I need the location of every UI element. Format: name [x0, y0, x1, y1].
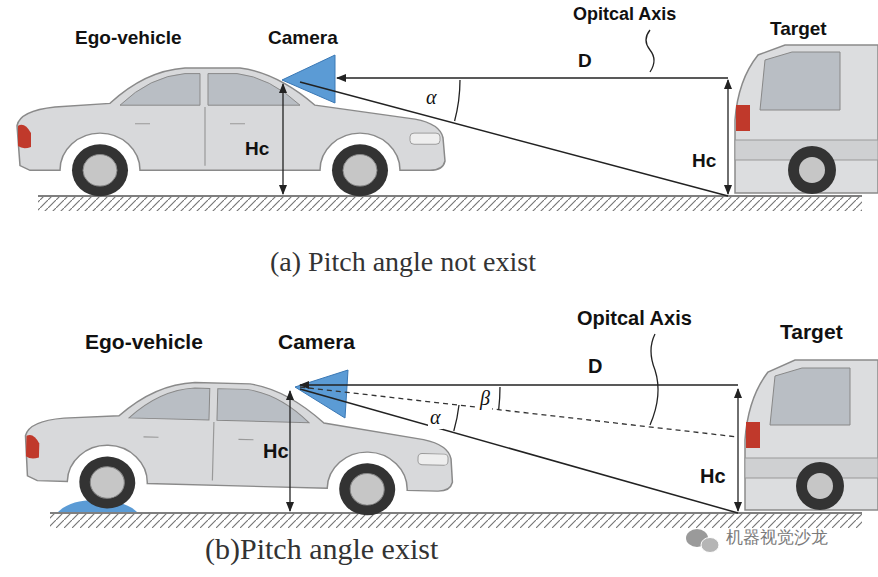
watermark: 机器视觉沙龙: [726, 528, 828, 548]
target-name: Target: [780, 320, 843, 344]
panel-caption: (b)Pitch angle exist: [205, 532, 438, 567]
vehicle-name: Ego-vehicle: [75, 27, 182, 49]
angle-symbol: β: [478, 387, 492, 410]
axis-name: Opitcal Axis: [573, 4, 676, 25]
panel-caption: (a) Pitch angle not exist: [270, 246, 536, 278]
target-name: Target: [770, 18, 827, 40]
height-symbol: Hc: [245, 138, 269, 160]
camera-name: Camera: [278, 330, 355, 354]
height-symbol: Hc: [700, 465, 726, 488]
camera-name: Camera: [268, 27, 338, 49]
height-symbol: Hc: [263, 440, 289, 463]
distance-symbol: D: [588, 355, 602, 378]
angle-symbol: α: [428, 406, 443, 429]
vehicle-name: Ego-vehicle: [85, 330, 203, 354]
axis-name: Opitcal Axis: [577, 307, 692, 330]
height-symbol: Hc: [692, 150, 716, 172]
distance-symbol: D: [578, 50, 592, 72]
angle-symbol: α: [424, 86, 439, 109]
